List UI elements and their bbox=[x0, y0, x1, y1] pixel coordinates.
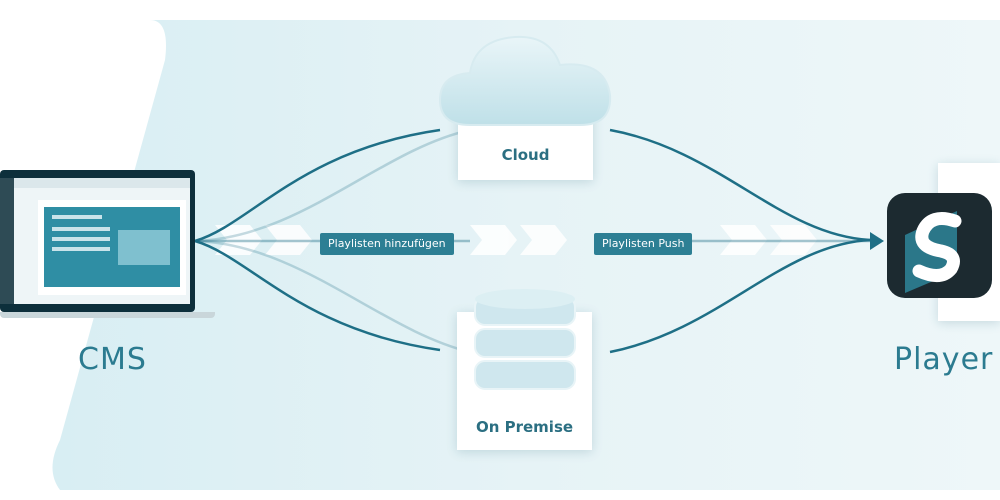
laptop-content-line bbox=[52, 227, 110, 231]
step-playlisten-hinzufuegen: Playlisten hinzufügen bbox=[320, 233, 454, 255]
player-app-icon bbox=[887, 193, 992, 298]
player-label: Player bbox=[894, 342, 994, 377]
laptop-content-line bbox=[52, 237, 110, 241]
cloud-label: Cloud bbox=[501, 146, 550, 164]
on-premise-label: On Premise bbox=[475, 418, 574, 436]
cms-laptop bbox=[0, 170, 220, 320]
cms-label: CMS bbox=[78, 342, 147, 377]
laptop-base bbox=[0, 312, 215, 318]
laptop-sidebar bbox=[0, 178, 14, 304]
step-playlisten-push: Playlisten Push bbox=[594, 233, 693, 255]
database-icon bbox=[474, 289, 576, 390]
laptop-content-line bbox=[52, 215, 102, 219]
cloud-icon bbox=[438, 35, 612, 126]
image-icon bbox=[118, 230, 170, 265]
laptop-content-line bbox=[52, 247, 110, 251]
laptop-toolbar bbox=[14, 178, 190, 188]
